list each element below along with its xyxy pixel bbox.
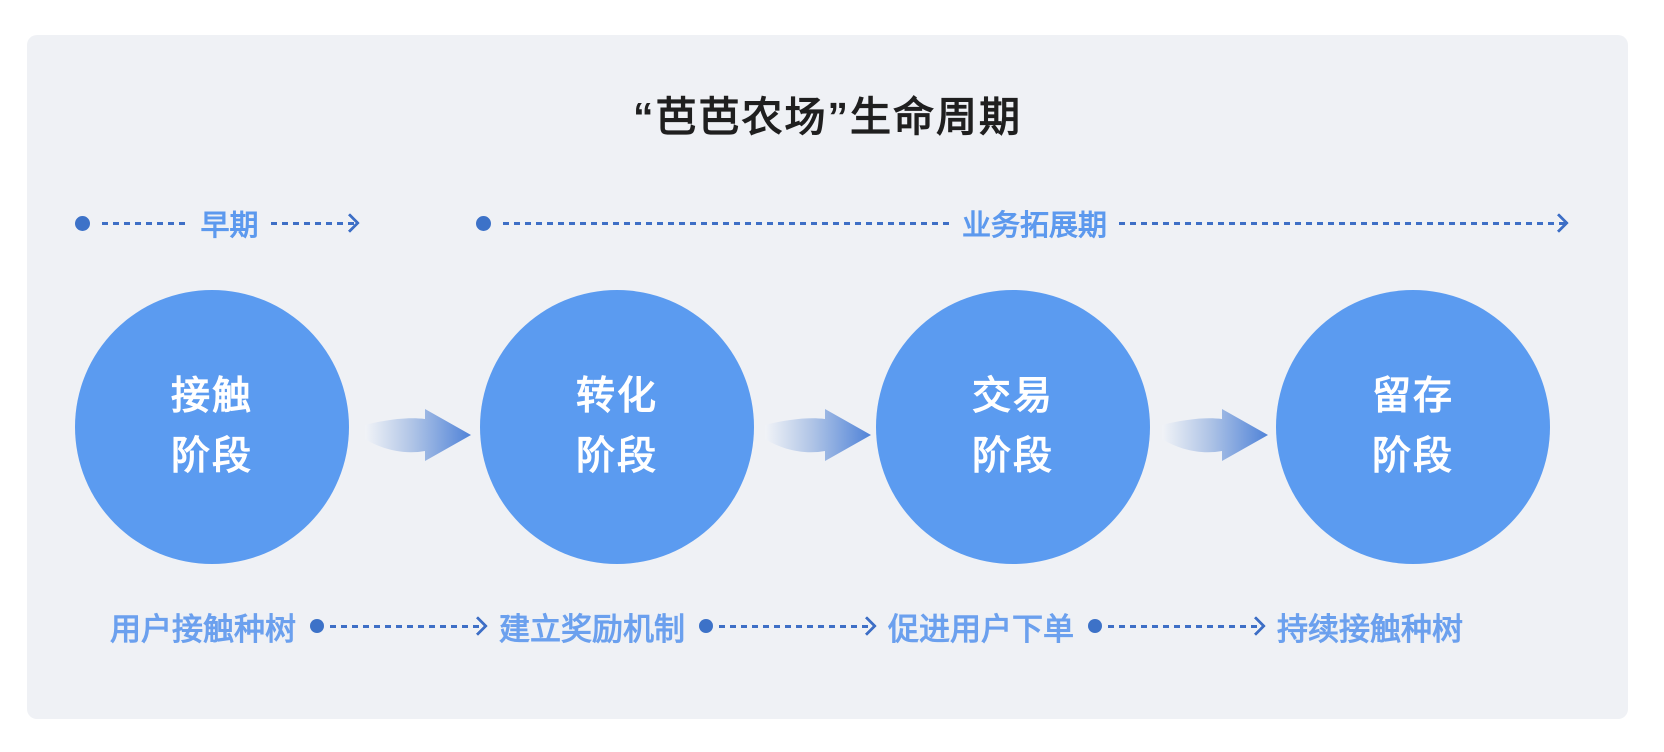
flow-arrow-icon [365,409,471,461]
stage-circle-conversion: 转化 阶段 [480,290,754,564]
dashed-line [1108,624,1262,628]
stage-label-line1: 留存 [1371,374,1454,418]
stage-circle-retention: 留存 阶段 [1276,290,1550,564]
dashed-line [270,221,357,225]
stage-circle-transaction: 交易 阶段 [876,290,1150,564]
stage-label-line2: 阶段 [170,435,253,478]
stage-label-line2: 阶段 [1371,435,1454,478]
arrowhead-icon [857,616,877,636]
timeline-dot-icon [476,215,491,231]
flow-connector [1088,616,1266,636]
flow-connector [699,616,877,636]
flow-step-label: 促进用户下单 [888,611,1074,647]
dashed-line [330,624,484,628]
diagram-title: “芭芭农场”生命周期 [633,94,1022,140]
dashed-line [719,624,873,628]
dashed-line [102,221,189,225]
dashed-arrow [270,213,360,233]
arrowhead-icon [468,616,488,636]
arrowhead-icon [1549,213,1569,233]
stage-label-line1: 接触 [170,374,253,418]
arrowhead-icon [1246,616,1266,636]
timeline-dot-icon [75,215,90,231]
dashed-arrow [1119,213,1569,233]
flow-arrow-icon [1162,409,1268,461]
timeline-early: 早期 [75,205,360,242]
stage-circle-contact: 接触 阶段 [75,290,349,564]
diagram-panel: “芭芭农场”生命周期 早期 业务拓展期 接触 阶段 转化 [27,35,1628,719]
dashed-line [1119,221,1566,225]
flow-connector [310,616,488,636]
flow-dot-icon [699,619,713,633]
arrowhead-icon [340,213,360,233]
bottom-flow: 用户接触种树 建立奖励机制 促进用户下单 持续接触种树 [110,606,1463,647]
flow-dot-icon [1088,619,1102,633]
flow-step-label: 建立奖励机制 [499,611,685,647]
flow-step-label: 持续接触种树 [1277,611,1463,647]
dashed-line [503,221,950,225]
stage-label-line2: 阶段 [575,435,658,478]
flow-arrow-icon [765,409,871,461]
flow-step-label: 用户接触种树 [110,611,296,647]
stage-label-line1: 交易 [971,374,1054,418]
timeline-expansion: 业务拓展期 [476,205,1569,242]
stage-label-line1: 转化 [575,374,658,418]
flow-dot-icon [310,619,324,633]
stage-label-line2: 阶段 [971,435,1054,478]
phase-early-label: 早期 [200,210,259,242]
phase-expansion-label: 业务拓展期 [962,210,1108,242]
